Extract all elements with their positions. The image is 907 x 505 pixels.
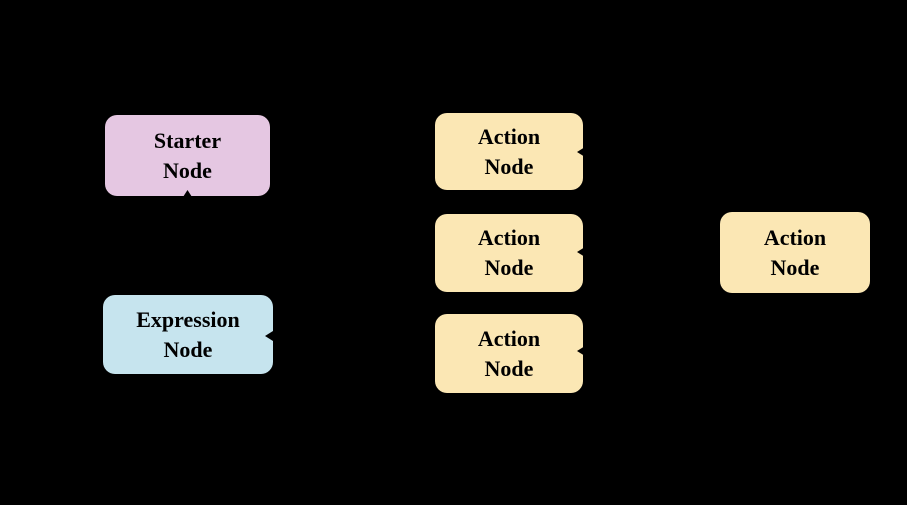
node-label-line2: Node [163,157,212,183]
arrowhead-tip-icon [577,147,585,157]
arrowhead-tip-icon [184,289,192,294]
arrowhead-tip-icon [265,331,273,341]
arrowhead-tip-icon [183,190,192,197]
node-label-line2: Node [770,254,820,280]
node-label-line2: Node [163,336,213,362]
node-label-line1: Starter [153,127,222,153]
node-label-line1: Action [477,325,541,351]
node-label-line1: Action [477,225,541,250]
action-node-1: Action Node [435,113,583,190]
expression-node: Expression Node [103,295,273,374]
node-label-line2: Node [484,255,534,280]
node-label-line1: Action [477,123,541,149]
arrowhead-tip-icon [577,346,585,356]
action-node-3: Action Node [435,314,583,393]
node-label-line1: Expression [136,306,240,332]
starter-node: Starter Node [105,115,270,196]
action-node-2: Action Node [435,214,583,292]
arrowhead-tip-icon [577,247,585,257]
node-label-line1: Action [763,224,827,250]
node-label-line2: Node [484,153,534,179]
action-node-right: Action Node [720,212,870,293]
node-label-line2: Node [484,355,534,381]
